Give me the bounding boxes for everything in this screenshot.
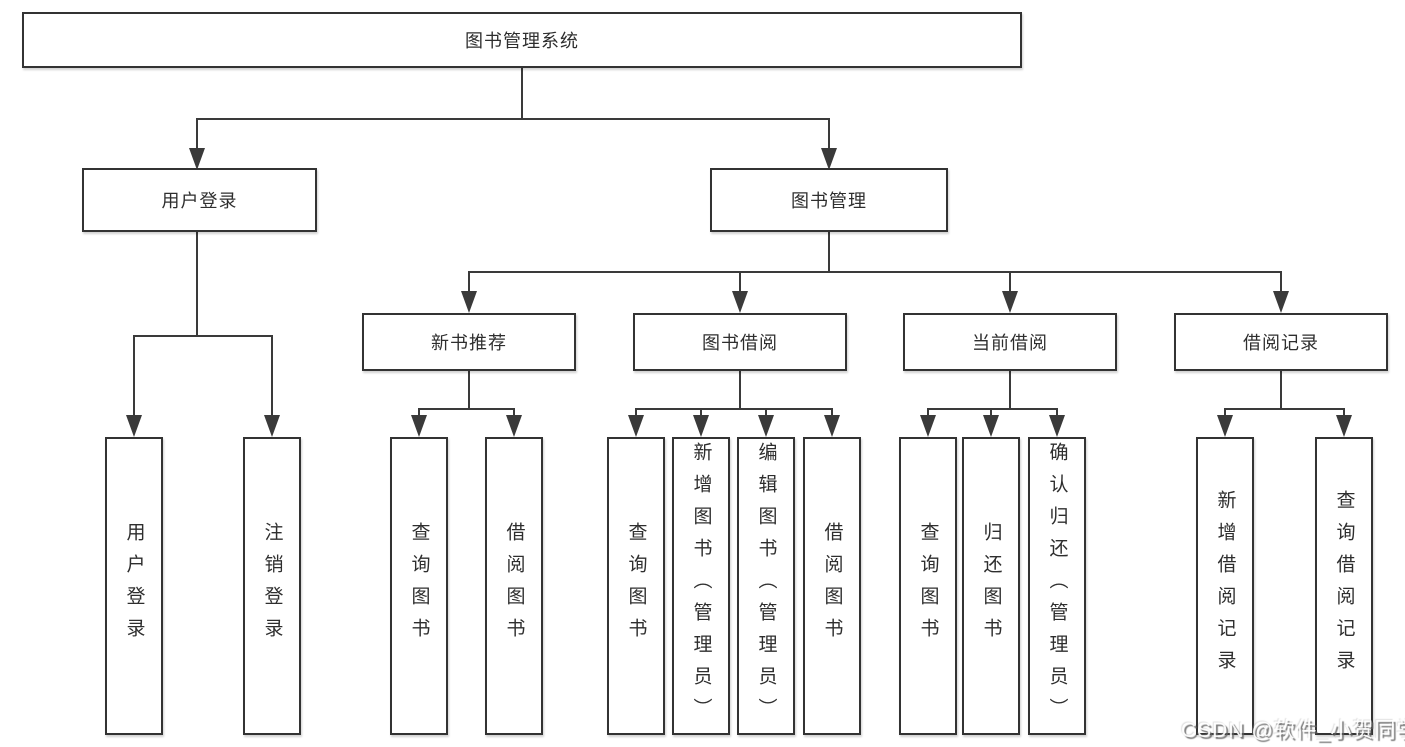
- leaf-label: 确认归还（管理员）: [1046, 442, 1068, 730]
- leaf-label: 查询借阅记录: [1333, 490, 1355, 682]
- leaf-query-book-recommend: 查询图书: [390, 437, 448, 735]
- leaf-label: 查询图书: [917, 522, 939, 650]
- node-borrow-record: 借阅记录: [1174, 313, 1388, 371]
- node-label: 当前借阅: [972, 333, 1048, 353]
- node-label: 图书管理: [791, 191, 867, 211]
- node-root-system: 图书管理系统: [22, 12, 1022, 68]
- leaf-confirm-return-admin: 确认归还（管理员）: [1028, 437, 1086, 735]
- leaf-query-book-borrow: 查询图书: [607, 437, 665, 735]
- leaf-label: 新增图书（管理员）: [690, 442, 712, 730]
- node-user-login: 用户登录: [82, 168, 317, 232]
- node-current-borrow: 当前借阅: [903, 313, 1117, 371]
- node-label: 用户登录: [161, 191, 238, 211]
- csdn-watermark: CSDN @软件_小贺同学: [1181, 719, 1405, 742]
- leaf-label: 新增借阅记录: [1214, 490, 1236, 682]
- leaf-query-book-current: 查询图书: [899, 437, 957, 735]
- leaf-borrow-book: 借阅图书: [803, 437, 861, 735]
- leaf-add-book-admin: 新增图书（管理员）: [672, 437, 730, 735]
- leaf-query-borrow-record: 查询借阅记录: [1315, 437, 1373, 735]
- leaf-label: 借阅图书: [503, 522, 525, 650]
- node-label: 借阅记录: [1243, 333, 1319, 353]
- leaf-add-borrow-record: 新增借阅记录: [1196, 437, 1254, 735]
- connector-userlogin-to-leaves: [133, 232, 273, 419]
- connector-bookmgmt-to-level3: [468, 232, 1282, 295]
- node-book-management: 图书管理: [710, 168, 948, 232]
- connector-bookborrow-to-leaves: [635, 371, 833, 420]
- leaf-label: 用户登录: [123, 522, 145, 650]
- connector-root-to-level2: [196, 68, 830, 152]
- node-label: 新书推荐: [431, 333, 507, 353]
- leaf-label: 注销登录: [261, 522, 283, 650]
- leaf-label: 借阅图书: [821, 522, 843, 650]
- leaf-label: 查询图书: [408, 522, 430, 650]
- leaf-label: 归还图书: [980, 522, 1002, 650]
- leaf-label: 查询图书: [625, 522, 647, 650]
- leaf-logout: 注销登录: [243, 437, 301, 735]
- leaf-label: 编辑图书（管理员）: [755, 442, 777, 730]
- connector-borrowrecord-to-leaves: [1224, 371, 1345, 420]
- leaf-borrow-book-recommend: 借阅图书: [485, 437, 543, 735]
- node-book-borrow: 图书借阅: [633, 313, 847, 371]
- node-new-book-recommend: 新书推荐: [362, 313, 576, 371]
- connector-currentborrow-to-leaves: [927, 371, 1058, 420]
- leaf-return-book: 归还图书: [962, 437, 1020, 735]
- connector-newbook-to-leaves: [418, 371, 515, 420]
- leaf-user-login: 用户登录: [105, 437, 163, 735]
- node-label: 图书管理系统: [465, 31, 579, 51]
- leaf-edit-book-admin: 编辑图书（管理员）: [737, 437, 795, 735]
- node-label: 图书借阅: [702, 333, 778, 353]
